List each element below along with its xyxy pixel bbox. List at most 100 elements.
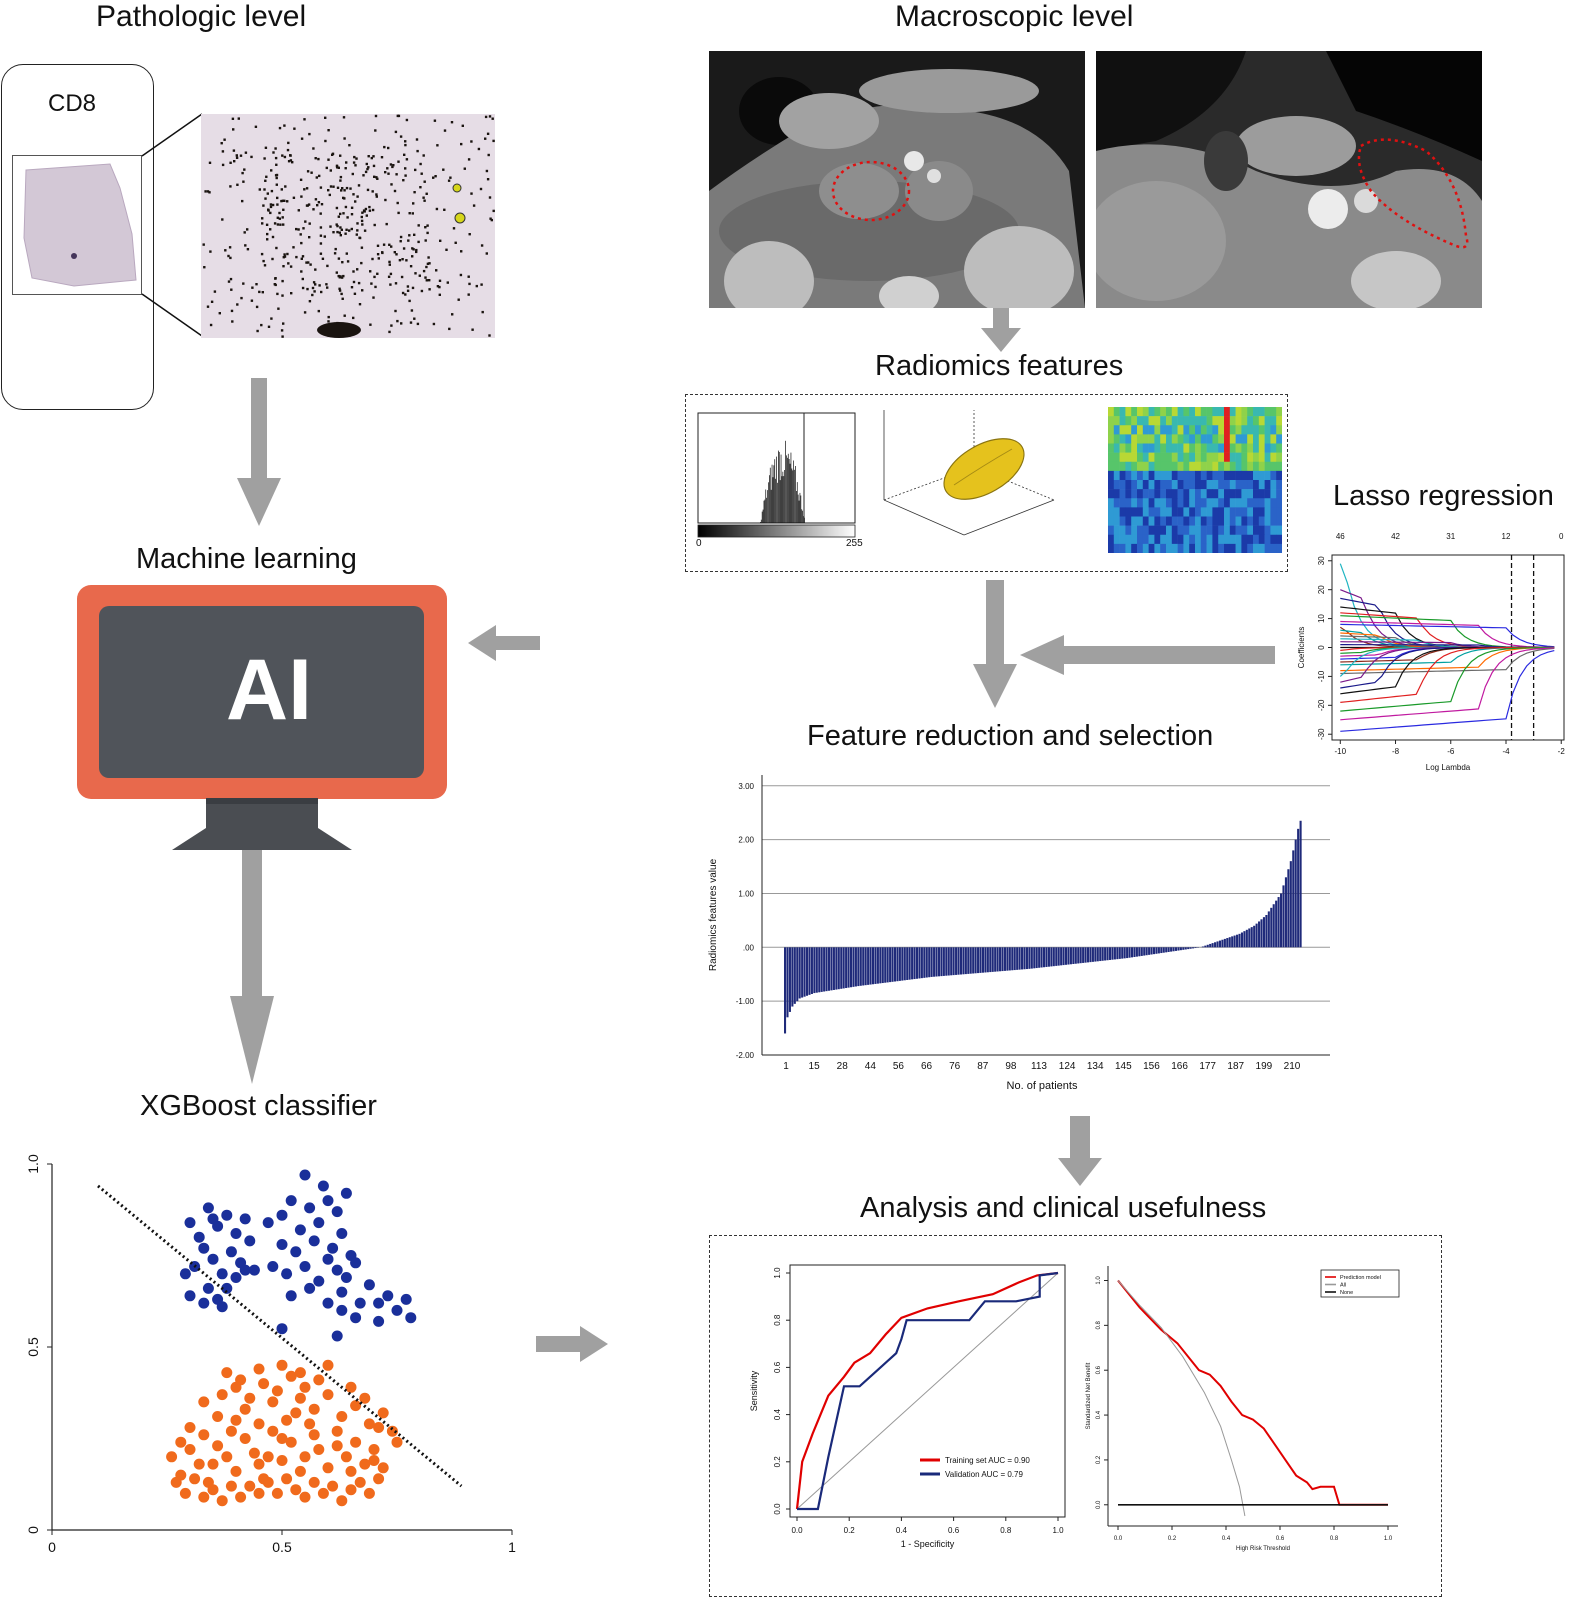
heatmap-cell — [1154, 425, 1161, 435]
histology-cell — [422, 154, 425, 157]
scatter-point-blue — [202, 1202, 214, 1214]
heatmap-cell — [1183, 516, 1190, 526]
histology-cell — [393, 189, 397, 193]
bar-mark — [1135, 947, 1138, 957]
heatmap-cell — [1166, 525, 1173, 536]
histology-cell — [395, 253, 398, 256]
histology-cell — [358, 303, 362, 306]
histology-cell — [351, 172, 354, 176]
scatter-point-blue — [239, 1213, 251, 1225]
histology-cell — [424, 239, 427, 242]
heatmap-cell — [1270, 507, 1277, 517]
bar-mark — [1262, 917, 1265, 948]
heatmap-cell — [1119, 525, 1126, 536]
bar-mark — [1238, 933, 1241, 948]
heatmap-cell — [1218, 525, 1225, 536]
histology-cell — [357, 184, 361, 187]
heatmap-cell — [1137, 434, 1144, 444]
histology-cell — [400, 275, 404, 279]
bar-x-tick-label: 1 — [783, 1061, 789, 1072]
histology-cell — [353, 292, 357, 295]
histology-cell — [390, 324, 393, 327]
histology-cell — [394, 282, 398, 285]
heatmap-cell — [1160, 525, 1167, 536]
scatter-point-orange — [235, 1374, 247, 1386]
heatmap-cell — [1247, 534, 1254, 545]
histology-cell — [412, 248, 415, 251]
bar-y-tick-label: 3.00 — [738, 782, 754, 791]
heatmap-cell — [1108, 498, 1115, 508]
histology-cell — [339, 234, 342, 237]
histology-cell — [337, 166, 340, 169]
bar-mark — [1094, 947, 1097, 962]
histology-cell — [401, 258, 404, 261]
heatmap-cell — [1253, 407, 1260, 417]
heatmap-cell — [1137, 452, 1144, 463]
histology-cell — [324, 139, 327, 143]
scatter-point-orange — [327, 1480, 339, 1492]
heatmap-cell — [1276, 434, 1282, 444]
heatmap-cell — [1171, 461, 1178, 472]
histogram-bar — [773, 465, 775, 523]
heatmap-cell — [1212, 425, 1219, 435]
heatmap-cell — [1253, 525, 1260, 536]
dca-y-axis-label: Standardized Net Benefit — [1086, 1362, 1092, 1429]
bar-mark — [879, 947, 882, 984]
decision-boundary-line — [97, 1184, 463, 1488]
heatmap-cell — [1253, 489, 1260, 499]
heatmap-cell — [1166, 470, 1173, 481]
histology-cell — [481, 310, 484, 314]
bar-mark — [950, 947, 953, 976]
heatmap-cell — [1166, 543, 1173, 553]
scatter-point-blue — [248, 1264, 260, 1276]
histology-cell — [230, 309, 234, 313]
monitor-screen — [99, 606, 424, 778]
scatter-point-blue — [308, 1235, 320, 1247]
histology-cell — [251, 286, 254, 289]
heatmap-cell — [1200, 434, 1207, 444]
histology-cell — [406, 285, 410, 288]
arrow-lasso-to-main — [1020, 635, 1275, 675]
bar-mark — [825, 947, 828, 992]
heatmap-cell — [1166, 425, 1173, 435]
histology-cell — [319, 226, 323, 229]
bar-mark — [940, 947, 943, 977]
bar-mark — [1231, 936, 1234, 948]
histology-cell — [446, 281, 449, 284]
lasso-y-tick-label: -30 — [1317, 728, 1326, 740]
heatmap-cell — [1148, 543, 1155, 553]
bar-x-tick-label: 156 — [1143, 1061, 1160, 1072]
heatmap-cell — [1166, 498, 1173, 508]
histology-cell — [477, 147, 481, 151]
histogram-bar — [788, 459, 790, 523]
scatter-point-blue — [198, 1242, 210, 1254]
heatmap-cell — [1224, 407, 1231, 417]
heatmap-cell — [1171, 416, 1178, 426]
lasso-y-tick-label: 20 — [1317, 585, 1326, 594]
heatmap-cell — [1218, 434, 1225, 444]
heatmap-cell — [1224, 489, 1231, 499]
heatmap-cell — [1183, 489, 1190, 499]
heatmap-cell — [1270, 525, 1277, 536]
histology-cell — [295, 255, 298, 259]
heatmap-cell — [1148, 443, 1155, 453]
histology-cell — [376, 177, 379, 180]
bar-mark — [1201, 946, 1204, 948]
heatmap-cell — [1247, 525, 1254, 536]
heatmap-cell — [1125, 425, 1132, 435]
bar-mark — [1282, 885, 1285, 948]
bar-mark — [874, 947, 877, 984]
heatmap-cell — [1177, 425, 1184, 435]
histology-cell — [279, 223, 282, 226]
bar-mark — [1204, 945, 1207, 948]
bar-mark — [1067, 947, 1070, 965]
heatmap-cell — [1241, 434, 1248, 444]
heatmap-cell — [1253, 534, 1260, 545]
heatmap-cell — [1195, 498, 1202, 508]
scatter-point-orange — [267, 1425, 279, 1437]
heatmap-cell — [1177, 407, 1184, 417]
histology-cell — [336, 224, 339, 228]
heatmap-cell — [1224, 461, 1231, 472]
bar-mark — [991, 947, 994, 972]
